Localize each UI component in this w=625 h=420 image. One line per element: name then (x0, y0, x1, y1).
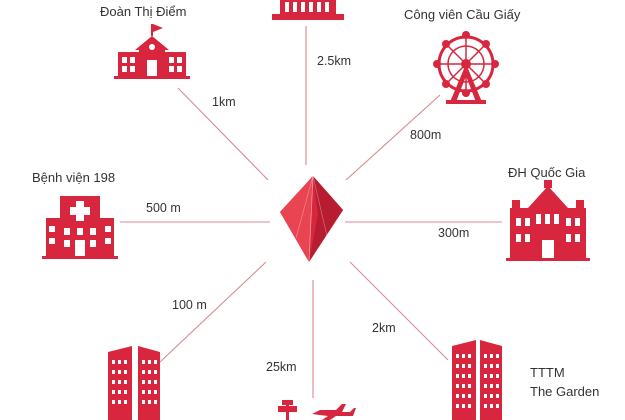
line-school (177, 87, 269, 181)
label-univ: ĐH Quốc Gia (508, 165, 586, 180)
hospital-building-icon (42, 196, 118, 259)
monument-building-icon (272, 0, 344, 20)
ferris-wheel-icon (433, 31, 499, 104)
line-towers (159, 261, 267, 363)
distance-univ: 300m (438, 226, 470, 240)
university-building-icon (506, 180, 590, 261)
distance-mall: 2km (372, 321, 396, 335)
red-diamond-logo-icon (280, 175, 343, 263)
distance-hospital: 500 m (146, 201, 181, 215)
line-park (345, 94, 441, 181)
distance-towers: 100 m (172, 298, 207, 312)
label-hospital: Bệnh viện 198 (32, 170, 116, 185)
line-mall (349, 261, 449, 361)
airport-plane-icon (278, 400, 356, 420)
distance-school: 1km (212, 95, 236, 109)
distance-airport: 25km (266, 360, 297, 374)
label-school: Đoàn Thị Điểm (100, 4, 187, 19)
distance-park: 800m (410, 128, 442, 142)
mall-towers-icon (452, 340, 502, 420)
school-building-icon (114, 24, 190, 79)
twin-towers-icon (108, 346, 160, 420)
label-mall-line2: The Garden (530, 384, 600, 399)
label-park: Công viên Cầu Giấy (404, 7, 521, 22)
distance-monument: 2.5km (317, 54, 352, 68)
label-mall: TTTM (530, 365, 565, 380)
